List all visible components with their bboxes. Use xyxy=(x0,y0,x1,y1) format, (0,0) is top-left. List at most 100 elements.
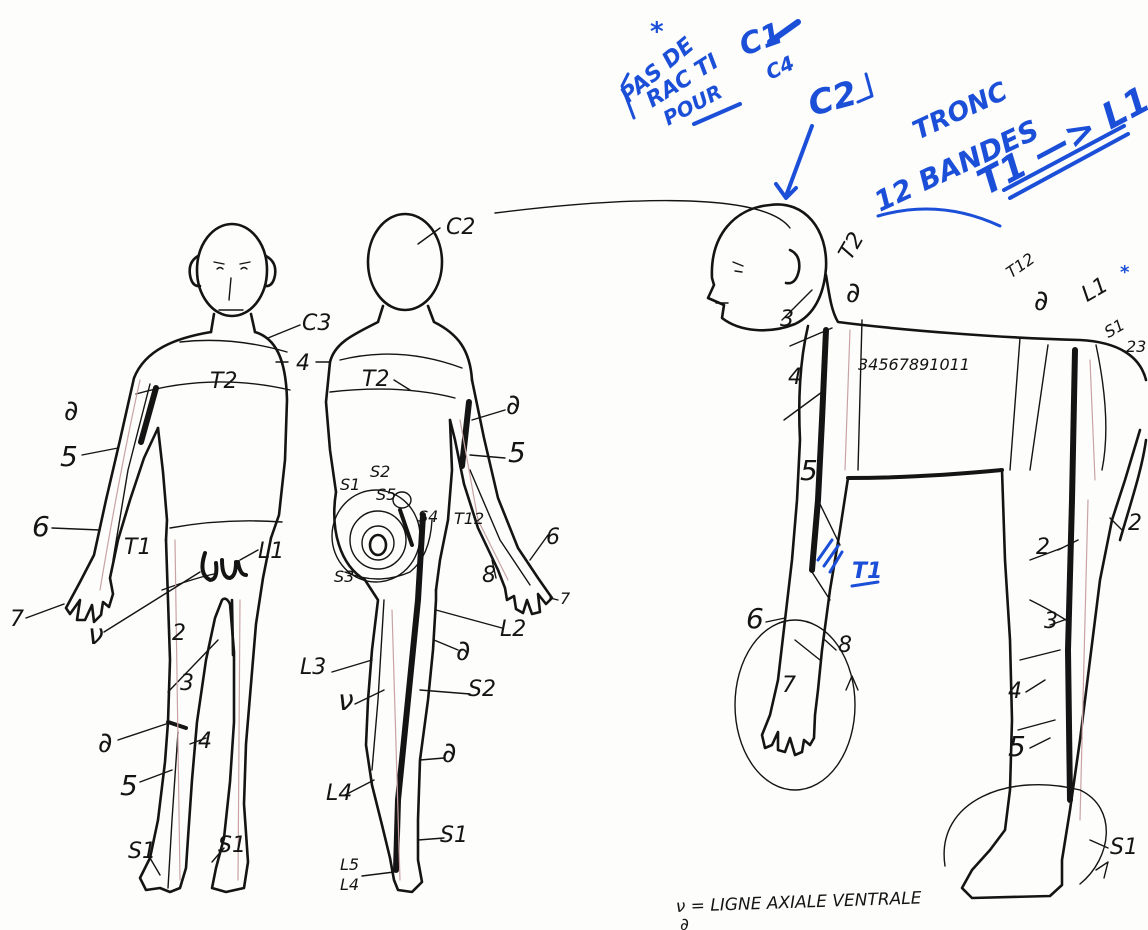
side-label-l1: L1 xyxy=(1077,273,1112,308)
front-dorsal-axial-line xyxy=(141,388,156,442)
back-sacral-ring-core xyxy=(370,535,386,555)
back-figure: C2 T2 ∂ 5 S1 S2 S5 S4 T12 S3 6 8 7 L2 L3… xyxy=(300,214,571,894)
blue-note-c2: C2 xyxy=(804,73,861,124)
front-torso-right xyxy=(255,332,287,538)
side-label-s1-foot: S1 xyxy=(1110,835,1138,860)
back-label-s2: S2 xyxy=(370,462,390,481)
front-arm-line xyxy=(113,384,150,560)
back-torso-left xyxy=(326,362,336,492)
front-knee-line xyxy=(168,722,186,728)
front-label-s1-left: S1 xyxy=(128,839,156,864)
side-label-c3: 3 xyxy=(780,307,794,332)
side-ear xyxy=(786,250,799,283)
back-label-ventral: ν xyxy=(338,684,354,717)
front-cord-line xyxy=(232,600,233,655)
side-ventral-axial-arm xyxy=(812,330,826,570)
side-head xyxy=(708,204,826,330)
back-label-s5: S5 xyxy=(376,485,396,504)
back-line-c4 xyxy=(340,354,462,368)
side-label-l2-back: 2 xyxy=(1128,511,1142,536)
side-foot-arc xyxy=(944,785,1106,884)
blue-bracket-right xyxy=(858,74,872,102)
front-waist-line xyxy=(170,521,282,528)
front-shin-line xyxy=(168,732,178,888)
blue-annotations: PAS DE RAC TI POUR C1 C4 * C2 TRONC 12 B… xyxy=(616,16,1148,283)
back-label-s4: S4 xyxy=(418,507,438,526)
side-label-c6: 6 xyxy=(746,602,764,635)
back-label-t12: T12 xyxy=(454,509,484,528)
side-label-s1: S1 xyxy=(1101,315,1128,342)
front-label-dorsal-arm: ∂ xyxy=(64,394,78,427)
blue-trunk-arc xyxy=(878,209,1000,226)
back-label-s1: S1 xyxy=(340,475,360,494)
front-eyes xyxy=(214,262,250,269)
front-nose xyxy=(229,278,231,300)
side-label-l3: 3 xyxy=(1044,609,1058,634)
front-label-t1: T1 xyxy=(124,535,151,560)
side-foot-arrow xyxy=(1096,862,1108,878)
front-label-c5: 5 xyxy=(60,440,78,473)
side-label-l2: 2 xyxy=(1036,535,1050,560)
back-label-dorsal-thigh: ∂ xyxy=(456,634,470,667)
back-label-s2-leg: S2 xyxy=(468,677,496,702)
front-figure: C3 4 T2 ∂ 5 6 T1 7 L1 ν 2 3 ∂ 4 5 S1 S1 xyxy=(10,224,331,892)
side-figure: T2 T12 ∂ 3 4 34567891011 ∂ L1 S1 23 5 T1… xyxy=(708,204,1146,898)
back-line-t2 xyxy=(330,389,455,398)
front-label-c7: 7 xyxy=(10,607,24,632)
front-label-l5: 5 xyxy=(120,769,138,802)
back-label-l4: L4 xyxy=(326,781,352,806)
back-head xyxy=(368,214,442,310)
side-arm-outline xyxy=(762,326,848,755)
back-neck-shoulder-left xyxy=(330,306,383,362)
front-label-dorsal-leg: ∂ xyxy=(98,726,112,759)
back-label-c5: 5 xyxy=(508,436,526,469)
c2-connector-line xyxy=(495,201,790,228)
side-label-dorsal-neck: ∂ xyxy=(846,276,860,309)
side-label-c7: 7 xyxy=(782,673,796,698)
back-label-l2: L2 xyxy=(500,617,526,642)
back-label-c2: C2 xyxy=(446,215,475,240)
side-label-c5: 5 xyxy=(800,454,818,487)
side-hand-circle xyxy=(735,620,855,790)
front-label-c6: 6 xyxy=(32,510,50,543)
side-label-c8: 8 xyxy=(838,633,852,658)
back-label-l5-foot: L5 xyxy=(340,855,359,874)
side-trunk-lines xyxy=(858,320,1106,470)
blue-note-star: * xyxy=(650,17,664,47)
back-label-c8: 8 xyxy=(482,563,496,588)
back-label-c6: 6 xyxy=(546,525,560,550)
back-label-c7: 7 xyxy=(560,589,571,608)
legend-dorsal-symbol: ∂ xyxy=(680,915,689,930)
side-label-trunk-levels: 34567891011 xyxy=(858,355,970,374)
legend: ν = LIGNE AXIALE VENTRALE ∂ xyxy=(675,888,922,930)
back-torso-right xyxy=(436,420,452,590)
front-head xyxy=(197,224,267,316)
front-genitals xyxy=(202,553,246,580)
side-eye xyxy=(733,262,743,272)
back-label-s1-leg: S1 xyxy=(440,823,468,848)
side-pencil-traces xyxy=(845,330,1095,820)
front-label-s1-right: S1 xyxy=(218,833,246,858)
back-label-dorsal-arm: ∂ xyxy=(506,388,520,421)
front-label-c3: C3 xyxy=(302,311,331,336)
blue-arrow-to-head xyxy=(776,126,812,198)
side-label-l4: 4 xyxy=(1008,679,1022,704)
back-label-t2: T2 xyxy=(362,367,389,392)
side-label-c4: 4 xyxy=(788,365,802,390)
front-label-l3: 3 xyxy=(180,671,194,696)
front-label-l4: 4 xyxy=(198,729,212,754)
side-leg-outline xyxy=(962,430,1140,898)
back-label-l4-foot: L4 xyxy=(340,875,359,894)
blue-note-l1-star: * xyxy=(1120,262,1130,283)
front-label-t2: T2 xyxy=(210,369,237,394)
front-label-l1: L1 xyxy=(258,539,284,564)
back-label-l3: L3 xyxy=(300,655,326,680)
back-leaders xyxy=(332,228,558,876)
side-label-t12: T12 xyxy=(1003,249,1039,282)
legend-ventral: ν = LIGNE AXIALE VENTRALE xyxy=(675,888,922,917)
side-label-t2: T2 xyxy=(834,228,869,264)
front-label-l2: 2 xyxy=(172,621,186,646)
back-label-dorsal-leg: ∂ xyxy=(442,736,456,769)
front-label-ventral: ν xyxy=(88,618,104,651)
